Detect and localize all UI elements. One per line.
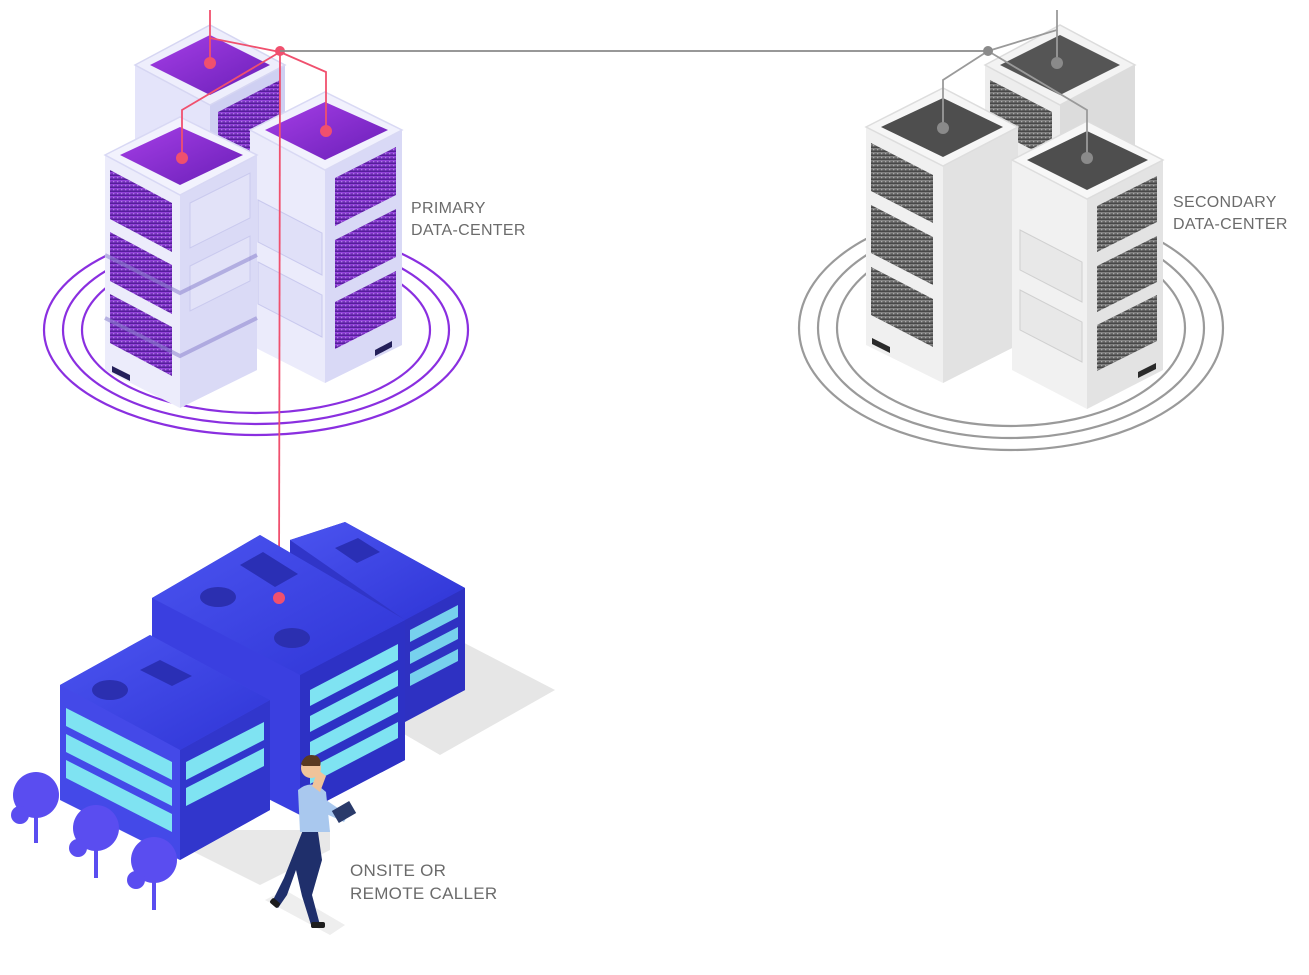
tree — [69, 805, 119, 878]
office-link-node — [273, 592, 285, 604]
tree — [11, 772, 59, 843]
secondary-data-center — [797, 24, 1225, 452]
caller-person — [265, 755, 357, 935]
caller-label-line1: ONSITE OR — [350, 861, 447, 880]
secondary-server-tower-left — [864, 87, 1020, 383]
primary-link-lines — [181, 10, 327, 599]
primary-link-nodes — [176, 46, 332, 164]
primary-label-line1: PRIMARY — [411, 200, 486, 217]
primary-server-tower-left — [103, 116, 259, 408]
secondary-data-center-label: SECONDARY DATA-CENTER — [1173, 192, 1288, 236]
primary-server-tower-right — [248, 91, 404, 383]
roof-vent — [274, 628, 310, 648]
caller-label: ONSITE OR REMOTE CALLER — [350, 859, 498, 905]
primary-data-center — [42, 24, 470, 437]
left-block-windows — [66, 708, 264, 832]
secondary-label-line1: SECONDARY — [1173, 194, 1277, 211]
tree — [127, 837, 177, 910]
secondary-server-tower-right — [1010, 120, 1165, 409]
right-wing-windows — [410, 605, 458, 686]
roof-vent — [200, 587, 236, 607]
roof-unit — [240, 552, 298, 587]
middle-block-windows — [310, 644, 398, 784]
caller-label-line2: REMOTE CALLER — [350, 884, 498, 903]
secondary-link-lines — [942, 10, 1088, 158]
secondary-label-line2: DATA-CENTER — [1173, 216, 1288, 233]
primary-label-line2: DATA-CENTER — [411, 222, 526, 239]
primary-data-center-label: PRIMARY DATA-CENTER — [411, 198, 526, 242]
office-building — [60, 522, 555, 885]
secondary-link-nodes — [937, 46, 1093, 164]
trees — [11, 772, 177, 910]
